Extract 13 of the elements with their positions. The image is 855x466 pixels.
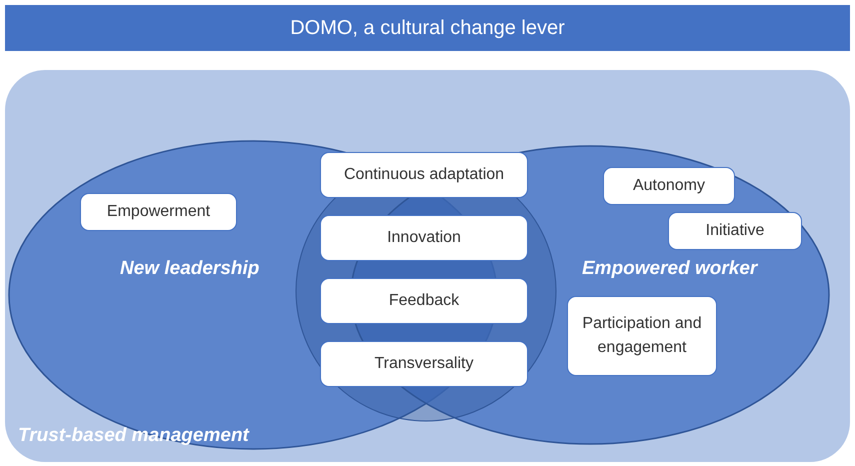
set-label: Empowered worker (582, 258, 758, 280)
term-box: Participation and engagement (567, 296, 717, 376)
title-banner: DOMO, a cultural change lever (5, 5, 850, 51)
term-box: Innovation (320, 215, 528, 261)
term-box: Empowerment (80, 193, 237, 231)
term-box: Transversality (320, 341, 528, 387)
term-box: Continuous adaptation (320, 152, 528, 198)
term-box: Feedback (320, 278, 528, 324)
panel-background (5, 70, 850, 462)
term-box: Autonomy (603, 167, 735, 205)
term-box: Initiative (668, 212, 802, 250)
group-label: Trust-based management (18, 425, 249, 447)
set-label: New leadership (120, 258, 260, 280)
